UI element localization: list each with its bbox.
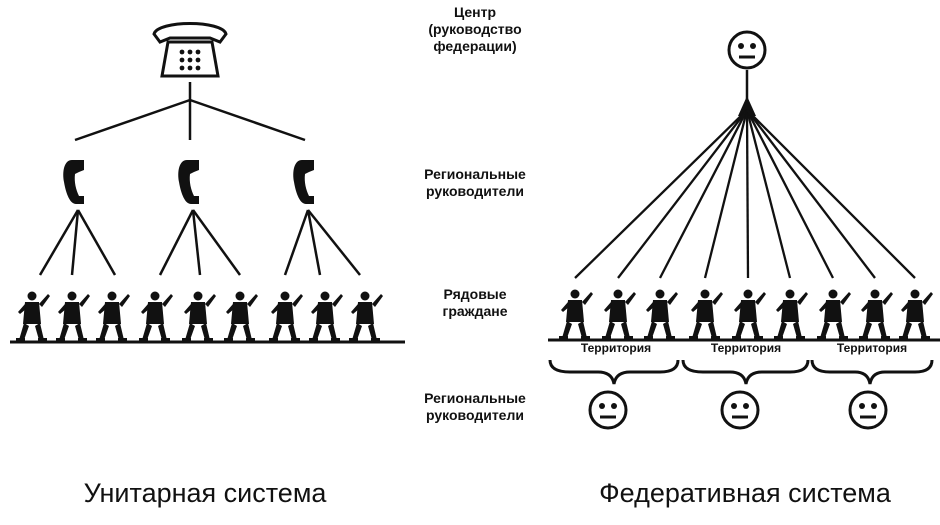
walking-person-icon	[309, 291, 343, 341]
unitary-bottom-links	[38, 209, 361, 276]
walking-person-icon	[644, 289, 678, 339]
neutral-face-icon	[848, 390, 888, 430]
center-label: Центр (руководство федерации)	[400, 4, 550, 55]
regional-leaders-bottom-label: Региональные руководители	[400, 390, 550, 424]
territory-brace-3	[810, 359, 934, 385]
walking-person-icon	[349, 291, 383, 341]
federative-fan-links	[574, 109, 916, 279]
regional-label-line: руководители	[426, 407, 524, 423]
walking-person-icon	[859, 289, 893, 339]
walking-person-icon	[774, 289, 808, 339]
walking-person-icon	[139, 291, 173, 341]
phone-handset-icon	[178, 160, 199, 204]
regional-label-line: Региональные	[424, 390, 526, 406]
unitary-top-links	[74, 82, 306, 142]
walking-person-icon	[602, 289, 636, 339]
territory-braces	[548, 359, 934, 385]
walking-person-icon	[269, 291, 303, 341]
citizens-label-line: Рядовые	[443, 286, 507, 302]
territory-label: Территория	[710, 341, 782, 355]
regional-label-line: Региональные	[424, 166, 526, 182]
neutral-face-icon	[727, 30, 767, 70]
territory-brace-1	[548, 359, 680, 385]
territory-label: Территория	[836, 341, 908, 355]
walking-person-icon	[732, 289, 766, 339]
regional-label-line: руководители	[426, 183, 524, 199]
ordinary-citizens-label: Рядовые граждане	[400, 286, 550, 320]
walking-person-icon	[182, 291, 216, 341]
walking-person-icon	[96, 291, 130, 341]
walking-person-icon	[817, 289, 851, 339]
neutral-face-icon	[720, 390, 760, 430]
federative-citizens	[559, 289, 933, 339]
walking-person-icon	[689, 289, 723, 339]
phone-handset-icon	[63, 160, 84, 204]
federative-system	[548, 30, 940, 430]
neutral-face-icon	[588, 390, 628, 430]
walking-person-icon	[56, 291, 90, 341]
territory-brace-2	[681, 359, 810, 385]
federative-caption: Федеративная система	[599, 478, 891, 508]
center-label-line: Центр	[453, 4, 497, 20]
walking-person-icon	[224, 291, 258, 341]
walking-person-icon	[559, 289, 593, 339]
unitary-caption: Унитарная система	[83, 478, 327, 508]
regional-leaders-label: Региональные руководители	[400, 166, 550, 200]
desk-telephone-icon	[152, 22, 228, 78]
walking-person-icon	[899, 289, 933, 339]
territory-label: Территория	[580, 341, 652, 355]
unitary-citizens	[16, 291, 383, 341]
walking-person-icon	[16, 291, 50, 341]
center-label-line: федерации)	[433, 38, 517, 54]
center-label-line: (руководство	[428, 21, 522, 37]
phone-handset-icon	[293, 160, 314, 204]
fan-apex	[738, 96, 756, 116]
unitary-system	[10, 22, 405, 344]
citizens-label-line: граждане	[442, 303, 508, 319]
